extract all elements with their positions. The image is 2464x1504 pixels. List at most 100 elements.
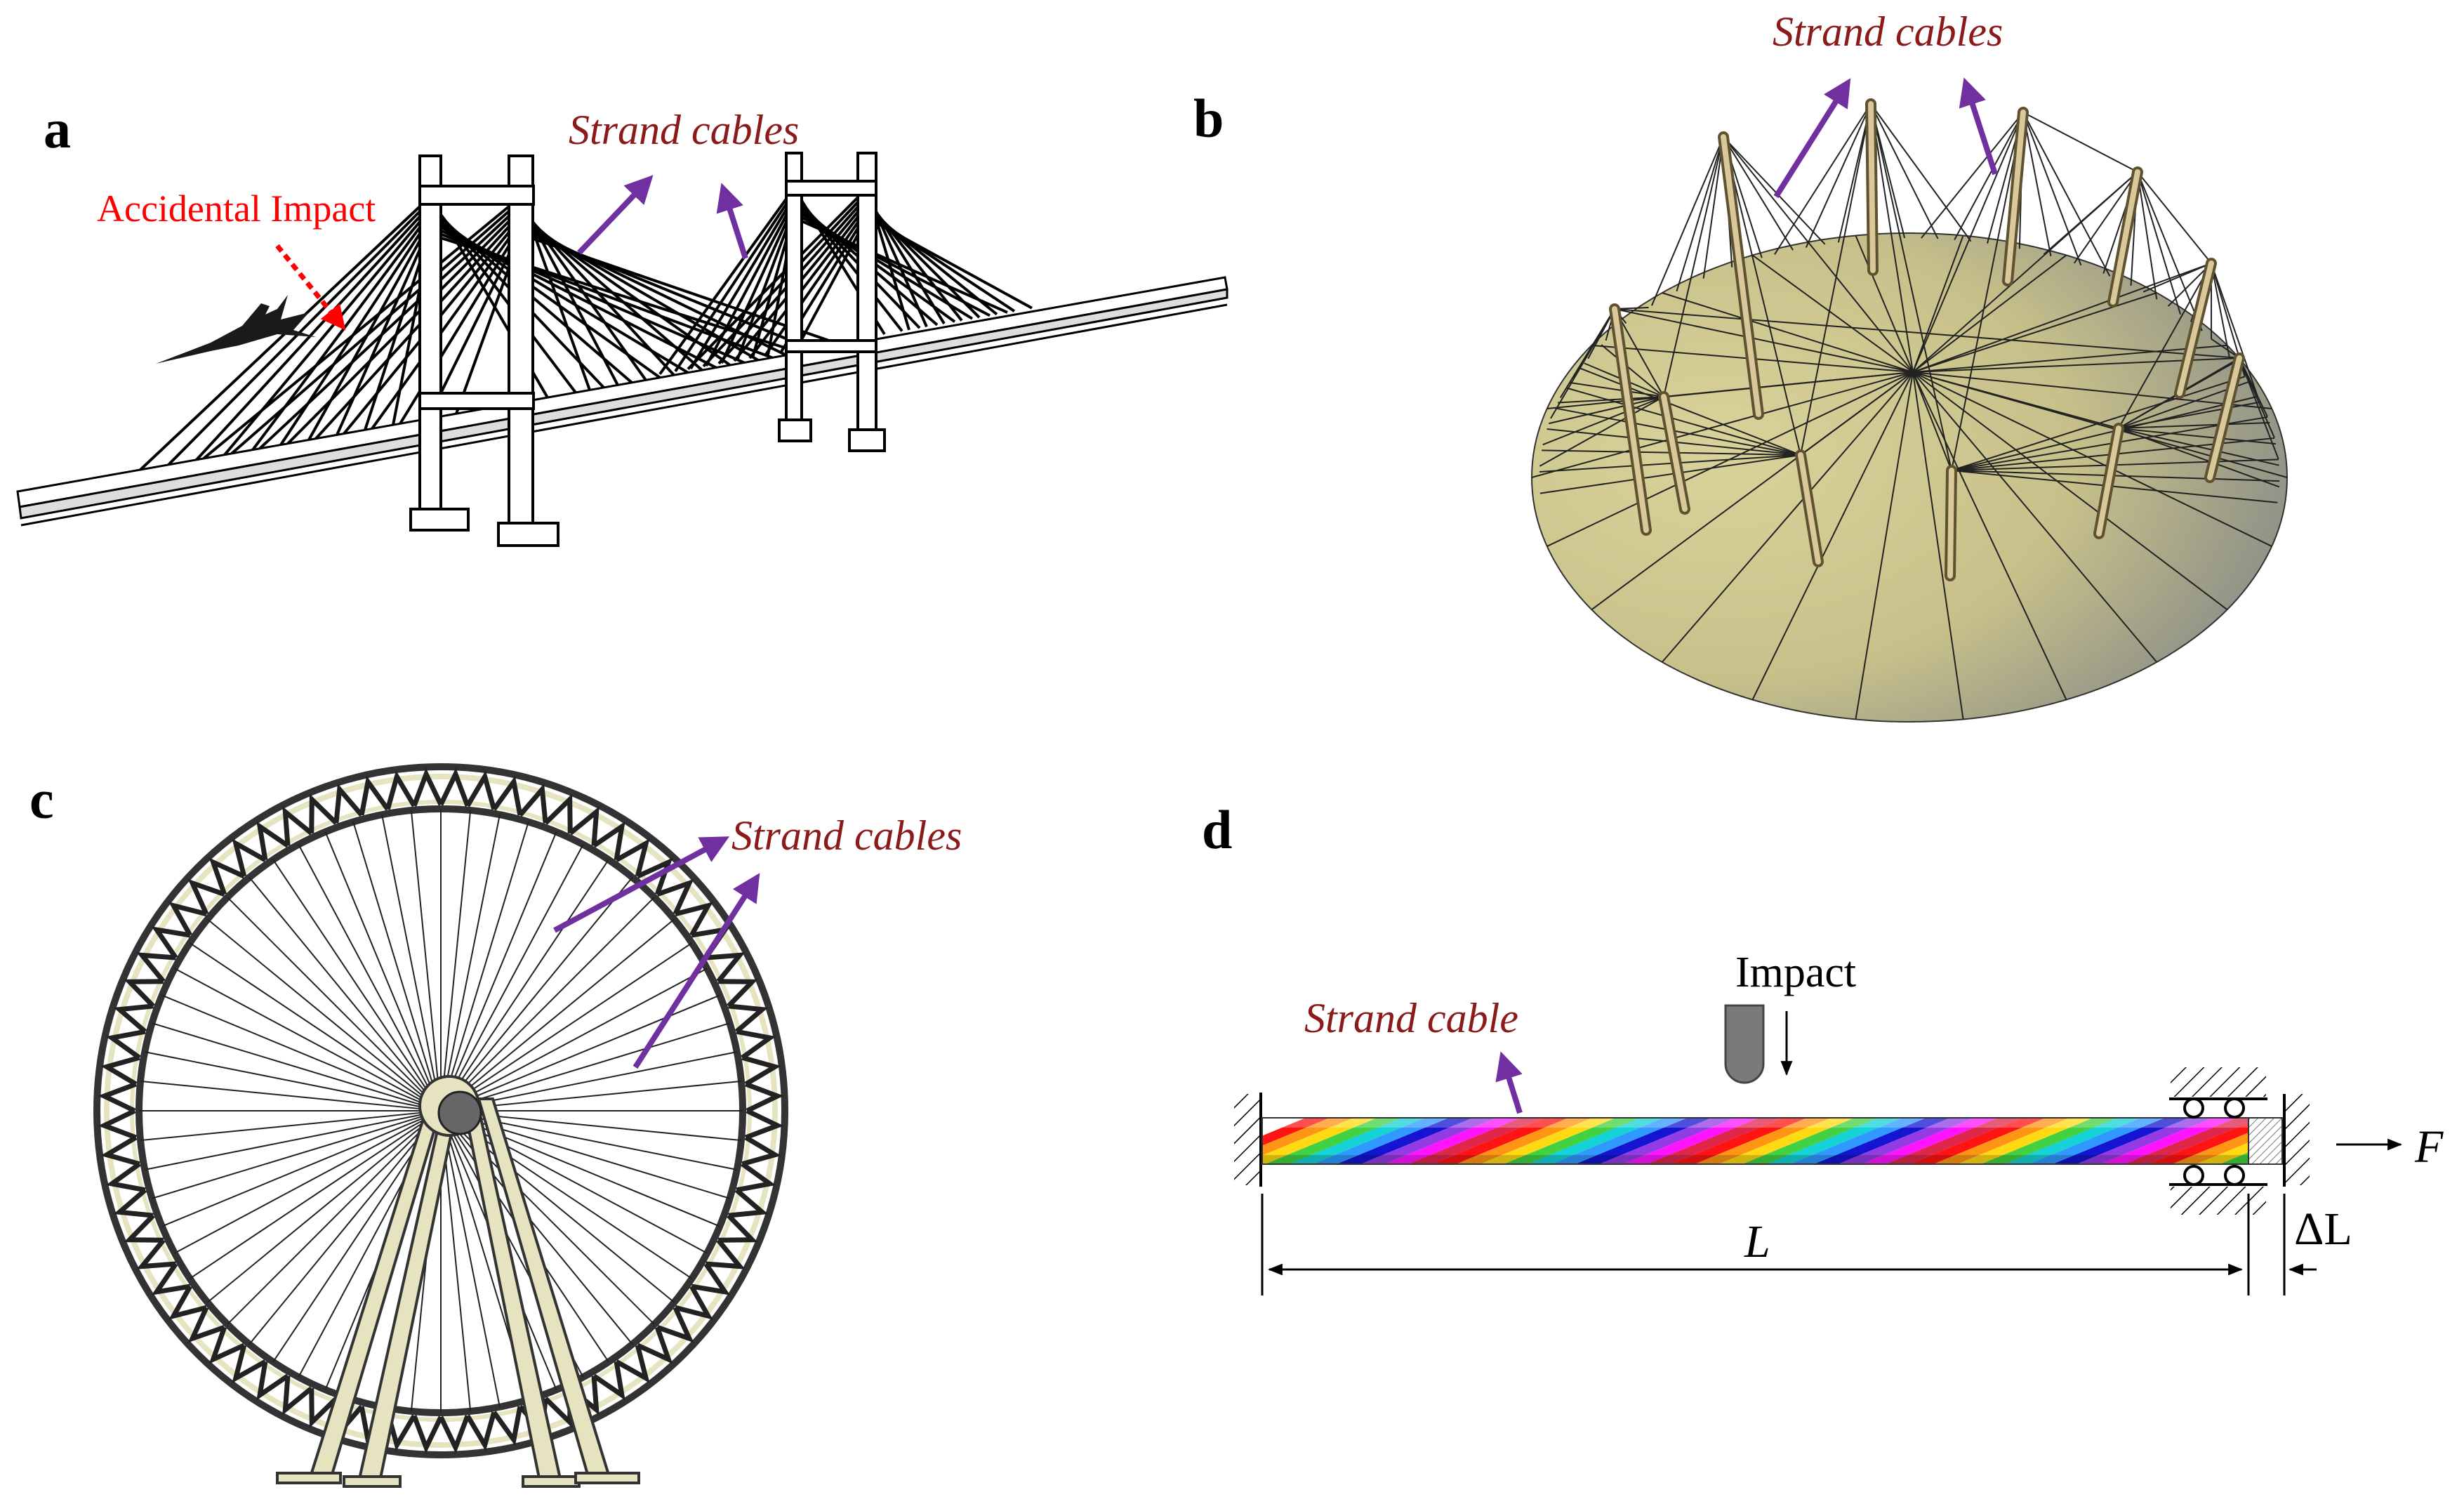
wheel-truss-member [615,838,650,877]
dome-cable [1663,136,1724,397]
wheel-outer-rim-highlight [104,774,778,1448]
wheel-truss-member [113,1003,154,1034]
dome-cable [1723,136,1794,251]
dome-cable [1558,396,1664,404]
cable-wire-stripe [1360,1118,1497,1164]
wheel-outer-rim [93,763,788,1458]
wheel-spoke [448,831,557,1092]
wheel-truss-member [706,1239,746,1269]
dome-cable [1549,396,1664,425]
right-wall [2283,1094,2310,1187]
wheel-truss-member [98,1108,137,1140]
wheel-truss-member [675,1285,713,1320]
bridge-cables-tower-1 [139,195,843,471]
cable-wire-stripe [1838,1118,1974,1164]
dome-cable [1800,371,1914,456]
cable-wire-stripe [2005,1118,2141,1164]
dome-cable [1951,470,2278,503]
dome-cable [1912,371,2272,409]
dome-cable [1661,371,1914,663]
wheel-truss-member [282,806,313,846]
dome-cable [1912,371,2158,663]
dome-cable [1951,470,2280,482]
bridge-cable [202,195,522,460]
bridge-cable [764,208,868,357]
wheel-spoke [174,968,423,1102]
wheel-spoke [324,831,434,1092]
wheel-truss-member [385,770,417,810]
dome-cable [1837,103,1872,243]
bridge-cable [286,208,522,445]
callout-arrow-c1 [553,836,730,933]
dome-cable [1751,371,1914,700]
dome-cable [1774,103,1872,255]
cable-wire-stripe [1456,1118,1592,1164]
wheel-spoke [450,844,584,1093]
dome-cable [1555,407,1801,456]
dome-cable [2211,338,2240,359]
cable-wire-stripe [1528,1118,1664,1164]
dome-cable [2239,357,2279,460]
bridge-tower-2 [778,152,886,452]
wheel-spoke [189,1121,424,1279]
dome-cable [2022,112,2052,257]
bridge-cable [427,230,522,420]
wheel-truss-member [741,1135,781,1167]
dome-cable [1702,136,1724,279]
bridge-cable [674,191,795,372]
wheel-spoke [461,1051,737,1108]
bridge-cable [748,204,868,359]
wheel-spoke [461,1114,737,1170]
impactor [1724,1004,1793,1084]
wheel-spoke [381,814,438,1090]
wheel-truss-member [100,1135,140,1167]
cable-wire-stripe [1814,1118,1950,1164]
wheel-truss-member [105,1029,146,1060]
bridge-cable [795,217,868,351]
wheel-spoke [453,876,633,1095]
cable-wire-stripe [1408,1118,1544,1164]
dome-cable [2211,263,2230,357]
wheel-spoke [461,1022,730,1106]
wheel-truss-member [136,1239,176,1269]
cable-sheen [1262,1118,2248,1128]
wheel-truss-member [359,775,390,816]
wheel-spoke [206,1123,425,1303]
bridge-cable [866,216,1033,310]
wheel-truss-member [656,878,694,916]
cable-wire-stripe [1695,1118,1831,1164]
cable-wire-stripe [1742,1118,1879,1164]
dome-cable [1870,103,1939,239]
dome-cable [1662,292,1914,373]
panel-a-bridge: a [16,98,1228,547]
bridge-cables-tower-2 [658,187,1033,375]
cable-wire-stripe [1790,1118,1926,1164]
wheel-truss-member [718,979,758,1008]
bridge-cable [258,204,522,450]
dome-cable [1912,371,2272,547]
dome-cable [2118,422,2270,429]
dome-cable [1912,371,2119,429]
dome-mast-highlight [2110,169,2140,305]
dome-mast-highlight [1661,394,1688,512]
wheel-spoke [206,918,425,1098]
panel-d-letter: d [1202,799,1232,860]
wheel-truss-member [636,1326,673,1364]
wheel-spoke [460,994,720,1104]
wheel-truss-member [333,783,364,824]
cable-wire-stripe [1886,1118,2022,1164]
dome-cable [2137,171,2212,264]
dome-mast-highlight [2177,260,2214,396]
dome-cable [1951,395,2258,471]
panel-b-callout: Strand cables [1773,8,2003,55]
dome-mast-highlight [1868,101,1876,273]
wheel-truss-member [187,1306,225,1343]
wheel-hub [418,1075,482,1137]
wheel-truss-member [232,838,267,877]
wheel-spoke [152,1022,421,1106]
dome-cable [1912,371,1952,471]
wheel-truss-member [151,926,191,959]
wheel-truss-member [745,1081,784,1114]
wheel-spoke [442,1131,472,1412]
